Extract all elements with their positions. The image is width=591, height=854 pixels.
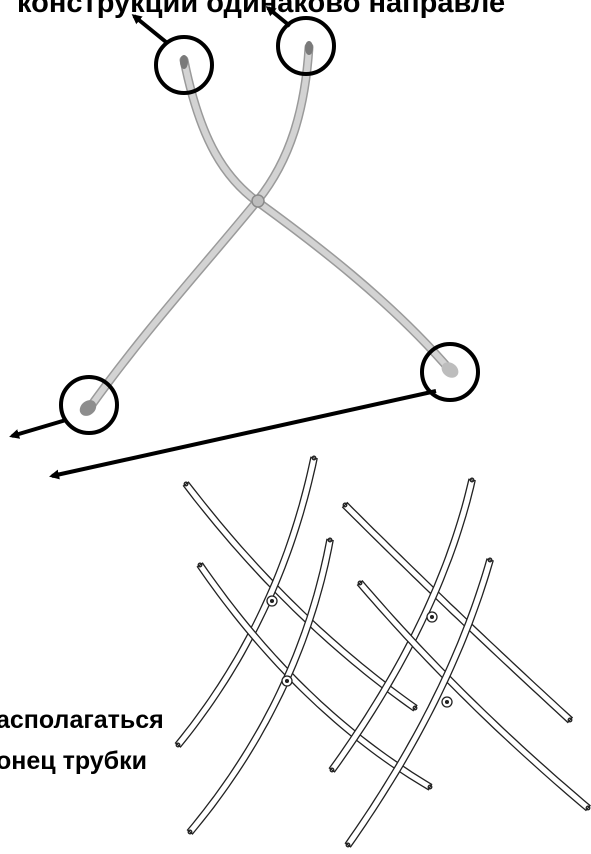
frame-joint-bolt <box>431 616 434 619</box>
bottom-caption-line-2: онец трубки <box>0 749 147 774</box>
arrow-icon <box>12 420 66 436</box>
frame-joint-bolt <box>286 680 289 683</box>
photo-end-cap <box>305 41 313 55</box>
photo-joint <box>252 195 264 207</box>
frame-joint-bolt <box>446 701 449 704</box>
frame-joint-bolt <box>271 600 274 603</box>
highlight-circles <box>61 18 478 433</box>
photo-tube-a <box>184 60 450 370</box>
arrow-icon <box>52 391 436 476</box>
bottom-caption-line-1: асполагаться <box>0 708 164 733</box>
top-caption: конструкции одинаково направле <box>17 0 505 18</box>
photo-tube-assembly <box>77 41 462 419</box>
arrow-icon <box>134 16 166 42</box>
frame-line-drawing <box>176 456 591 847</box>
photo-end-cap <box>180 55 188 69</box>
